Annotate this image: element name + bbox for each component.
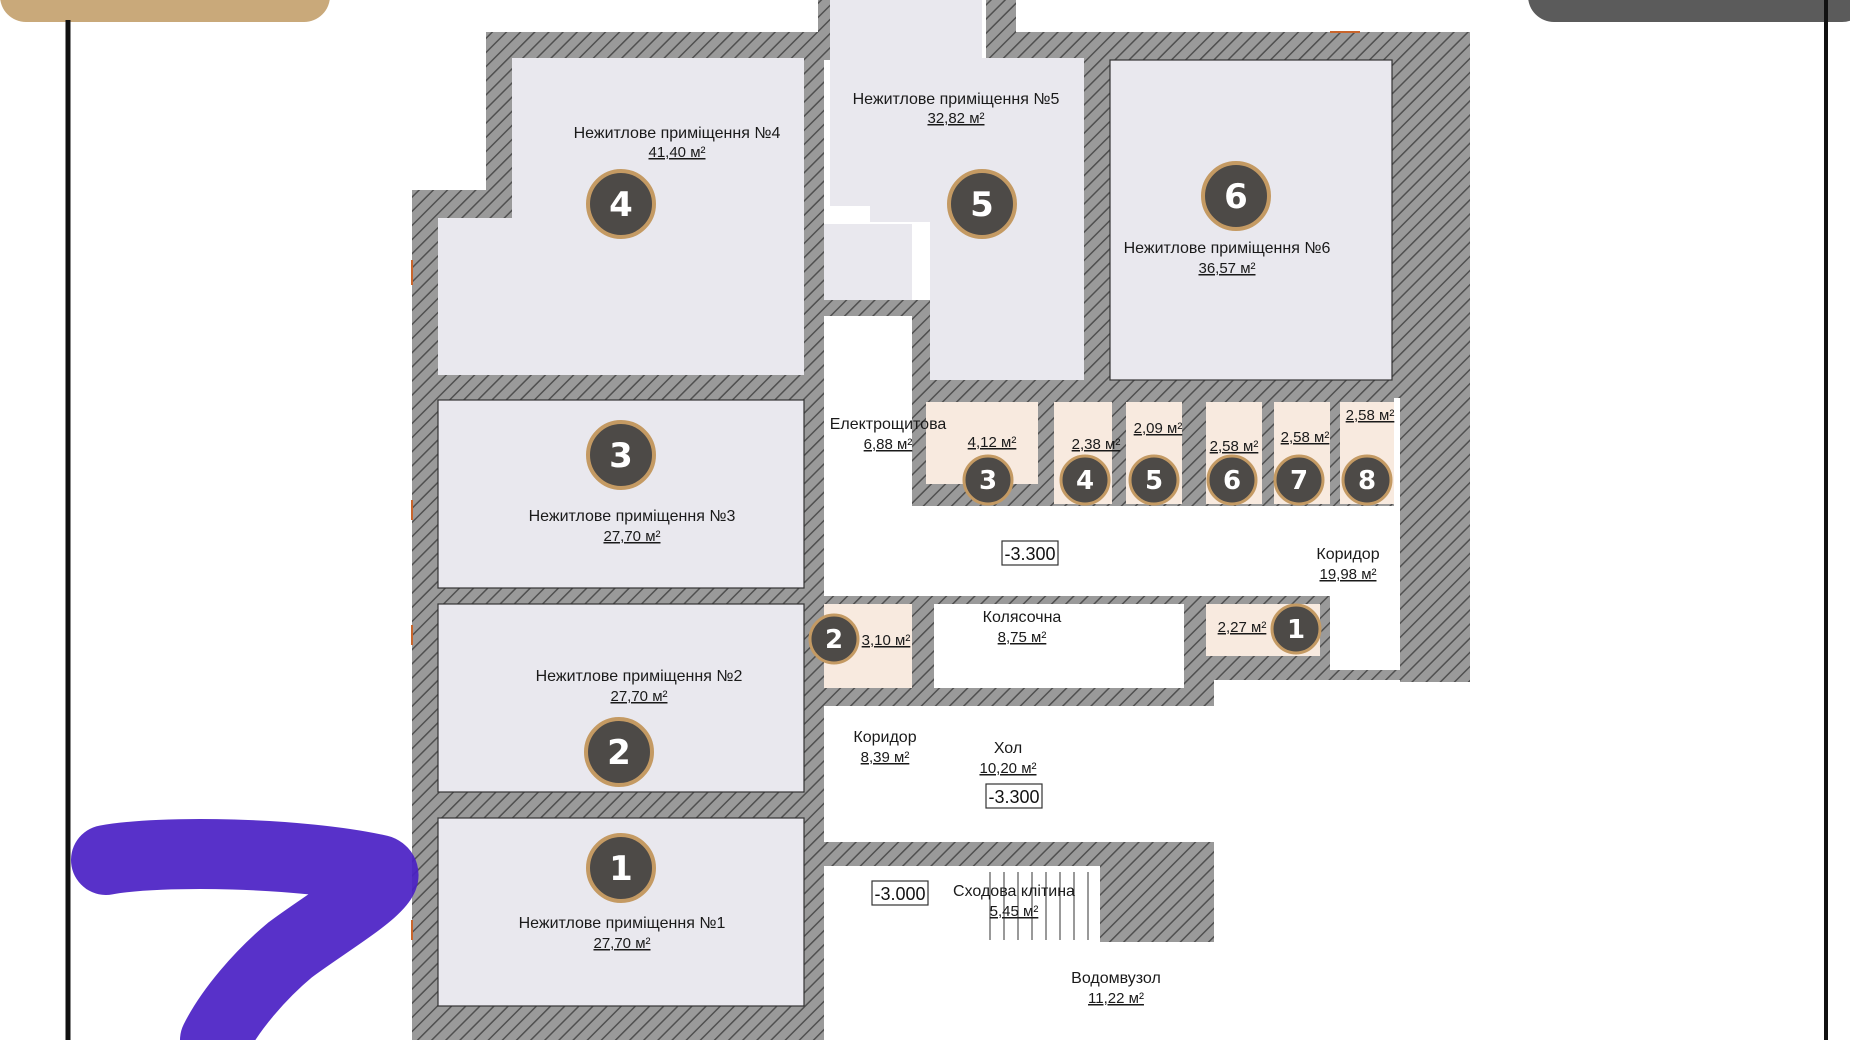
storage-7-area: 2,58 м² bbox=[1281, 429, 1330, 446]
premises-badge-4[interactable]: 4 bbox=[586, 169, 656, 239]
storage-badge-4-num: 4 bbox=[1076, 466, 1094, 496]
storage-badge-2-num: 2 bbox=[825, 625, 843, 655]
stroller-area: 8,75 м² bbox=[998, 629, 1047, 646]
top-right-tab[interactable] bbox=[1528, 0, 1850, 22]
storage-4-area: 2,38 м² bbox=[1072, 436, 1121, 453]
stairwell-area: 5,45 м² bbox=[990, 903, 1039, 920]
stroller-label: Колясочна bbox=[983, 609, 1062, 626]
premises-5-area: 32,82 м² bbox=[927, 110, 984, 127]
premises-6-area: 36,57 м² bbox=[1198, 260, 1255, 277]
premises-badge-6[interactable]: 6 bbox=[1201, 161, 1271, 231]
storage-badge-1[interactable]: 1 bbox=[1270, 603, 1322, 655]
premises-badge-3-num: 3 bbox=[609, 436, 633, 476]
premises-5-label: Нежитлове приміщення №5 bbox=[853, 91, 1060, 108]
premises-1-area: 27,70 м² bbox=[593, 935, 650, 952]
storage-badge-3[interactable]: 3 bbox=[962, 454, 1014, 506]
storage-3-area: 4,12 м² bbox=[968, 434, 1017, 451]
storage-badge-1-num: 1 bbox=[1287, 615, 1305, 645]
room-vestibule bbox=[824, 224, 912, 300]
premises-badge-2[interactable]: 2 bbox=[584, 717, 654, 787]
storage-8-area: 2,58 м² bbox=[1346, 407, 1395, 424]
storage-badge-5[interactable]: 5 bbox=[1128, 454, 1180, 506]
storage-badge-6[interactable]: 6 bbox=[1206, 454, 1258, 506]
marker-scribble bbox=[71, 819, 419, 1040]
storage-badge-3-num: 3 bbox=[979, 466, 997, 496]
corridor-lower-area: 8,39 м² bbox=[861, 749, 910, 766]
corridor-lower-label: Коридор bbox=[853, 729, 916, 746]
premises-badge-5[interactable]: 5 bbox=[947, 169, 1017, 239]
top-left-tab[interactable] bbox=[0, 0, 330, 22]
hall-label: Хол bbox=[994, 740, 1022, 757]
premises-1-label: Нежитлове приміщення №1 bbox=[519, 915, 726, 932]
electrical-area: 6,88 м² bbox=[864, 436, 913, 453]
level-hall: -3.300 bbox=[988, 787, 1039, 807]
premises-badge-5-num: 5 bbox=[970, 185, 994, 225]
stairwell-label: Сходова клітина bbox=[953, 883, 1075, 900]
storage-badge-7-num: 7 bbox=[1290, 466, 1308, 496]
room-corridor-upper[interactable] bbox=[824, 398, 1400, 670]
room-hall[interactable] bbox=[824, 706, 1214, 842]
storage-badge-2[interactable]: 2 bbox=[808, 613, 860, 665]
stair-steps bbox=[989, 872, 1089, 940]
premises-badge-3[interactable]: 3 bbox=[586, 420, 656, 490]
electrical-label: Електрощитова bbox=[830, 416, 947, 433]
corridor-upper-label: Коридор bbox=[1316, 546, 1379, 563]
storage-badge-6-num: 6 bbox=[1223, 466, 1241, 496]
level-stairs: -3.000 bbox=[874, 884, 925, 904]
storage-6-area: 2,58 м² bbox=[1210, 438, 1259, 455]
premises-badge-6-num: 6 bbox=[1224, 177, 1248, 217]
hall-area: 10,20 м² bbox=[979, 760, 1036, 777]
water-label: Водомвузол bbox=[1071, 970, 1161, 987]
storage-badge-8[interactable]: 8 bbox=[1341, 454, 1393, 506]
storage-badge-7[interactable]: 7 bbox=[1273, 454, 1325, 506]
room-stairwell[interactable] bbox=[824, 866, 1100, 942]
premises-badge-1[interactable]: 1 bbox=[586, 833, 656, 903]
water-area: 11,22 м² bbox=[1088, 990, 1144, 1007]
room-water[interactable] bbox=[824, 942, 1214, 1040]
premises-2-label: Нежитлове приміщення №2 bbox=[536, 668, 743, 685]
storage-5-area: 2,09 м² bbox=[1134, 420, 1183, 437]
premises-4-label: Нежитлове приміщення №4 bbox=[574, 125, 781, 142]
corridor-upper-area: 19,98 м² bbox=[1319, 566, 1376, 583]
storage-2-area: 3,10 м² bbox=[862, 632, 911, 649]
premises-3-area: 27,70 м² bbox=[603, 528, 660, 545]
storage-badge-4[interactable]: 4 bbox=[1059, 454, 1111, 506]
windows bbox=[411, 31, 1360, 940]
premises-3-label: Нежитлове приміщення №3 bbox=[529, 508, 736, 525]
level-corridor: -3.300 bbox=[1004, 544, 1055, 564]
premises-badge-1-num: 1 bbox=[609, 849, 633, 889]
premises-badge-2-num: 2 bbox=[607, 733, 631, 773]
room-electrical[interactable] bbox=[824, 316, 912, 506]
storage-badge-5-num: 5 bbox=[1145, 466, 1163, 496]
premises-6-label: Нежитлове приміщення №6 bbox=[1124, 240, 1331, 257]
premises-4-area: 41,40 м² bbox=[648, 144, 705, 161]
storage-badge-8-num: 8 bbox=[1358, 466, 1376, 496]
room-stroller[interactable] bbox=[934, 604, 1184, 688]
premises-2-area: 27,70 м² bbox=[610, 688, 667, 705]
storage-1-area: 2,27 м² bbox=[1218, 619, 1267, 636]
premises-badge-4-num: 4 bbox=[609, 185, 633, 225]
